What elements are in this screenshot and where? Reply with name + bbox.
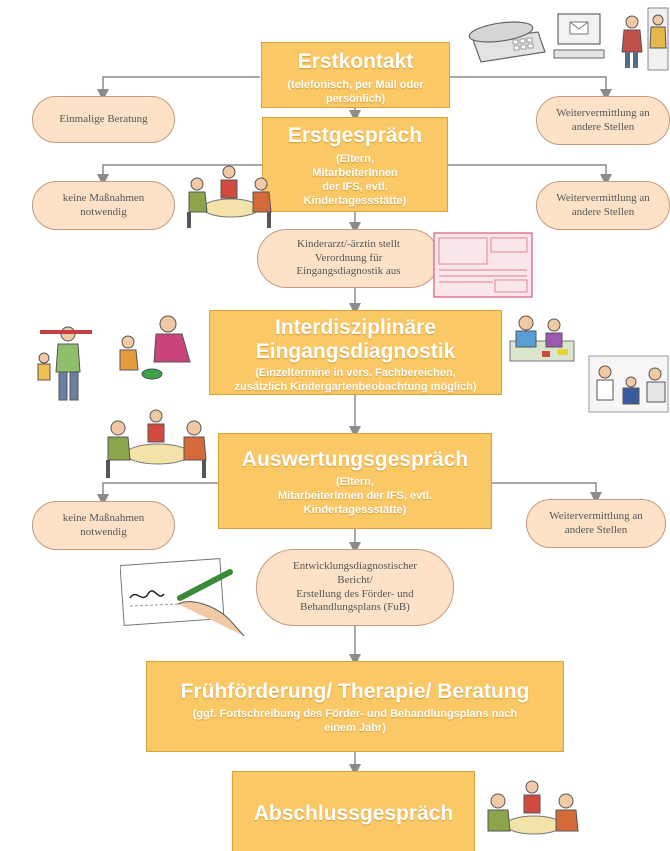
step-eingangsdiagnostik-title: Interdisziplinäre Eingangsdiagnostik xyxy=(255,316,456,363)
oval-keine-massnahmen-2: keine Maßnahmen notwendig xyxy=(32,501,175,550)
step-erstgespraech-title: Erstgespräch xyxy=(287,124,423,147)
oval-kinderarzt: Kinderarzt/-ärztin stellt Verordnung für… xyxy=(257,229,440,288)
step-eingangsdiagnostik-sub: (Einzeltermine in vers. Fachbereichen, z… xyxy=(234,367,477,393)
branch-einmalige xyxy=(97,76,260,101)
meeting-illustration-2 xyxy=(106,409,207,478)
therapy-illustration-1 xyxy=(37,326,92,401)
visitor-illustration xyxy=(621,7,669,71)
oval-keine-massnahmen-1: keine Maßnahmen notwendig xyxy=(32,181,175,230)
oval-weitervermittlung-2: Weitervermittlung an andere Stellen xyxy=(536,181,670,230)
prescription-form-illustration xyxy=(433,232,533,298)
branch-weiter1 xyxy=(450,76,612,101)
branch-keine2 xyxy=(97,482,218,506)
oval-weitervermittlung-3: Weitervermittlung an andere Stellen xyxy=(526,499,666,548)
computer-illustration xyxy=(553,13,605,59)
step-eingangsdiagnostik: Interdisziplinäre Eingangsdiagnostik (Ei… xyxy=(209,310,502,395)
step-fruehfoerderung-title: Frühförderung/ Therapie/ Beratung xyxy=(180,680,530,703)
step-auswertung-title: Auswertungsgespräch xyxy=(241,448,469,471)
kindergarten-observation-illustration xyxy=(588,355,669,413)
step-auswertung-sub: (Eltern, MitarbeiterInnen der IFS, evtl.… xyxy=(277,476,433,516)
oval-einmalige-beratung: Einmalige Beratung xyxy=(32,96,175,143)
step-abschluss: Abschlussgespräch xyxy=(232,771,475,851)
step-fruehfoerderung-sub: (ggf. Fortschreibung des Förder- und Beh… xyxy=(192,708,518,734)
meeting-illustration-1 xyxy=(187,165,272,228)
branch-weiter2 xyxy=(448,164,612,186)
step-erstgespraech-sub: (Eltern, MitarbeiterInnen der IFS, evtl.… xyxy=(303,153,407,207)
therapy-illustration-2 xyxy=(119,315,191,380)
step-erstkontakt: Erstkontakt (telefonisch, per Mail oder … xyxy=(261,42,450,108)
branch-weiter3 xyxy=(492,482,602,504)
step-erstkontakt-title: Erstkontakt xyxy=(297,50,414,73)
step-erstgespraech: Erstgespräch (Eltern, MitarbeiterInnen d… xyxy=(262,117,448,212)
step-erstkontakt-sub: (telefonisch, per Mail oder persönlich) xyxy=(287,79,424,105)
branch-keine1 xyxy=(97,164,262,186)
step-fruehfoerderung: Frühförderung/ Therapie/ Beratung (ggf. … xyxy=(146,661,564,752)
step-abschluss-title: Abschlussgespräch xyxy=(253,802,454,825)
oval-bericht: Entwicklungsdiagnostischer Bericht/ Erst… xyxy=(256,549,454,626)
meeting-illustration-3 xyxy=(487,780,579,835)
phone-illustration xyxy=(468,21,546,63)
oval-weitervermittlung-1: Weitervermittlung an andere Stellen xyxy=(536,96,670,145)
therapy-illustration-3 xyxy=(509,315,575,362)
step-auswertung: Auswertungsgespräch (Eltern, Mitarbeiter… xyxy=(218,433,492,529)
signature-illustration xyxy=(120,558,245,637)
